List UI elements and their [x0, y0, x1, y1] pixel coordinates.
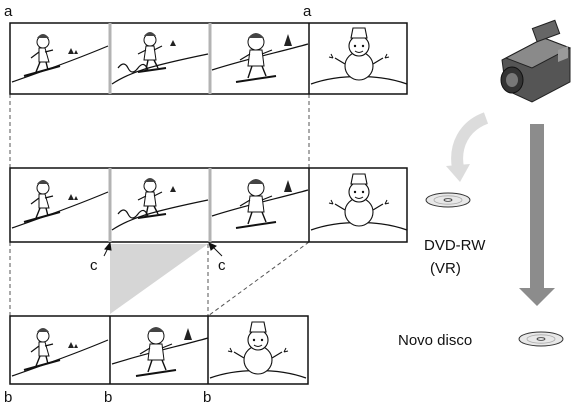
new-disc-label: Novo disco [398, 332, 472, 349]
vertical-arrow [519, 124, 555, 306]
marker-b-1: b [4, 389, 12, 406]
strip-result [9, 315, 309, 385]
camcorder-icon [500, 19, 572, 103]
dvd-rw-label: DVD-RW [424, 237, 486, 254]
strip-original [9, 22, 408, 95]
marker-a-left: a [4, 3, 13, 20]
marker-c-right: c [218, 257, 226, 274]
marker-b-2: b [104, 389, 112, 406]
curved-arrow [446, 112, 489, 182]
c-pointer-arrows [103, 241, 223, 257]
strip-edited [9, 167, 408, 243]
marker-a-right: a [303, 3, 312, 20]
disc-icon [518, 331, 564, 347]
disc-icon [425, 192, 471, 208]
deleted-section-wedge [110, 244, 208, 314]
vr-mode-label: (VR) [430, 260, 461, 277]
marker-b-3: b [203, 389, 211, 406]
guide-lines [9, 94, 310, 318]
marker-c-left: c [90, 257, 98, 274]
